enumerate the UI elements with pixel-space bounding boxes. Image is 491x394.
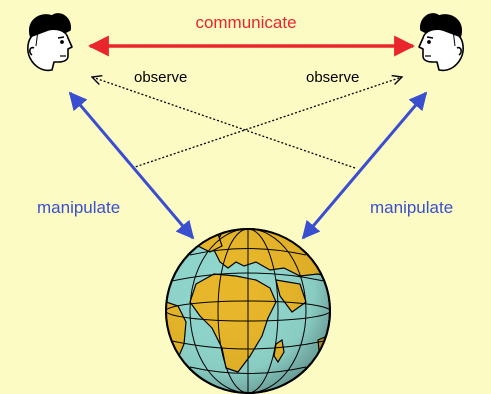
- observe-label-left: observe: [134, 69, 187, 86]
- manipulate-label-left: manipulate: [37, 198, 120, 217]
- communicate-label: communicate: [195, 13, 296, 32]
- right-person-head-icon: [418, 13, 464, 72]
- manipulate-arrow-right: [301, 91, 428, 240]
- observe-arrow-left-person: [131, 77, 402, 169]
- observe-label-right: observe: [306, 69, 359, 86]
- globe-icon: [165, 228, 331, 394]
- left-person-head-icon: [27, 13, 73, 72]
- observe-arrow-right-person: [92, 77, 356, 169]
- manipulate-label-right: manipulate: [370, 198, 453, 217]
- manipulate-arrow-left: [68, 91, 195, 240]
